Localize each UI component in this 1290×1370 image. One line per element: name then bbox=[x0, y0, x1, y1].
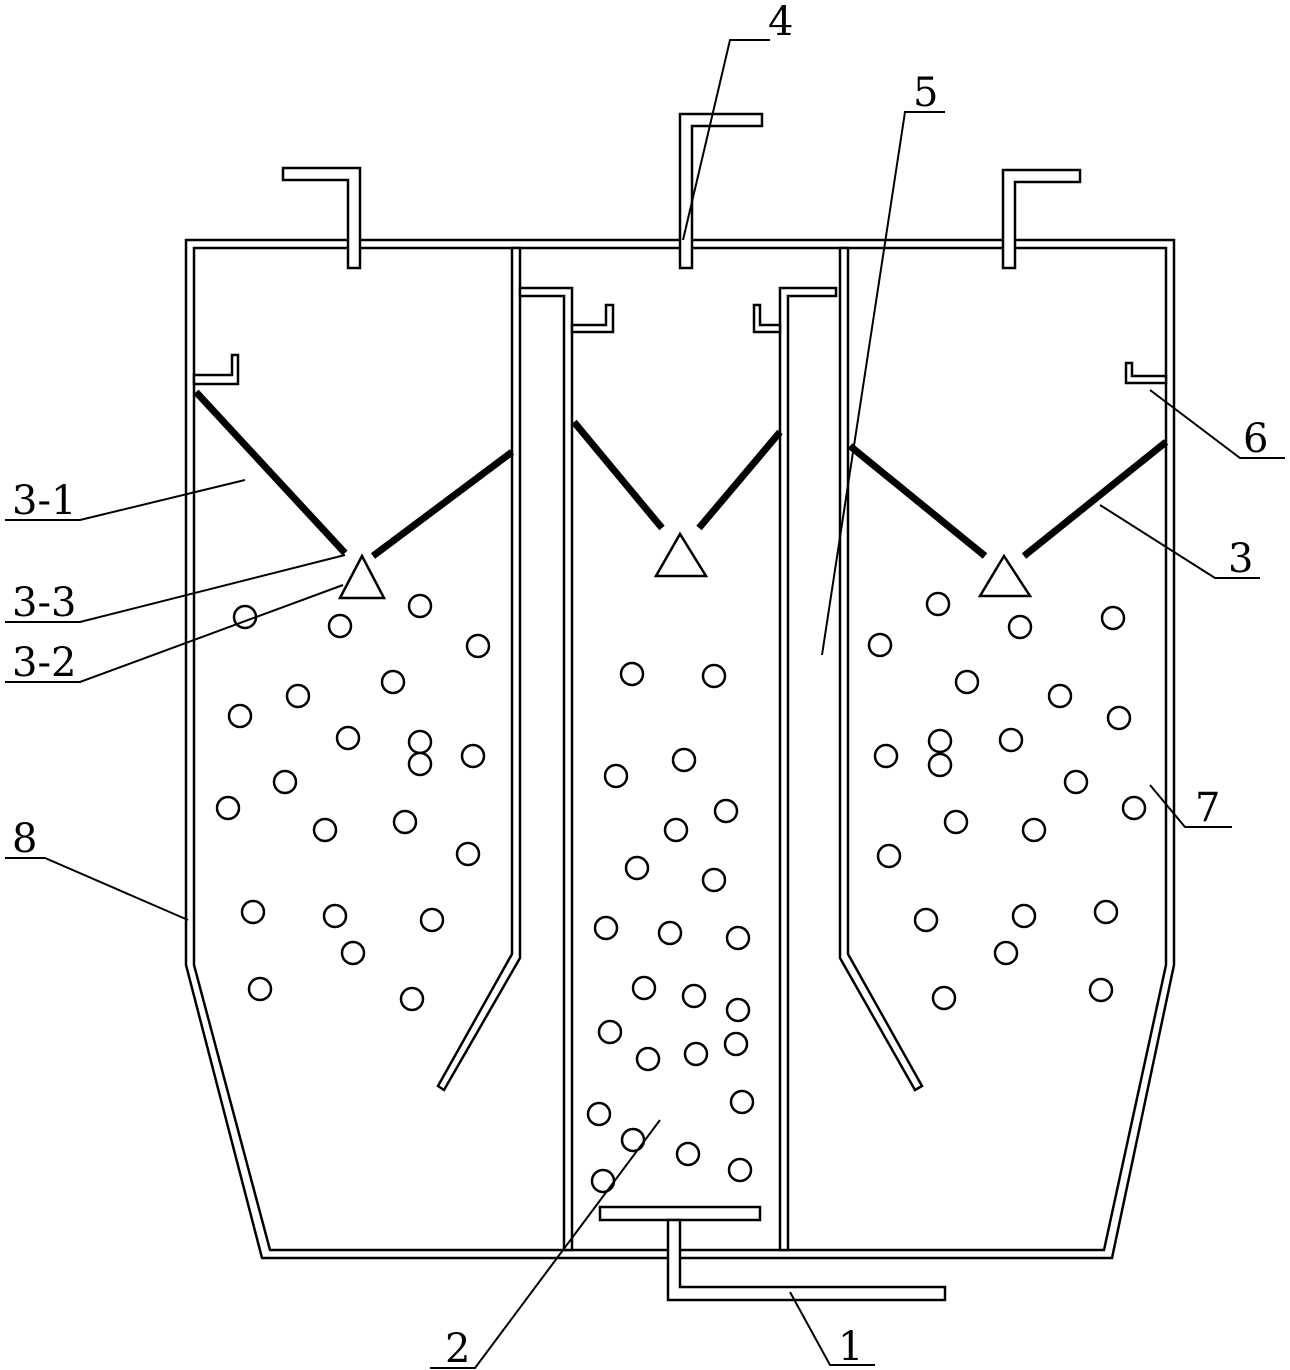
particle bbox=[927, 728, 953, 754]
particle bbox=[419, 907, 445, 933]
particle bbox=[701, 867, 727, 893]
deflector-cones bbox=[337, 531, 1033, 600]
particle bbox=[597, 1019, 623, 1045]
label-7: 7 bbox=[1195, 785, 1220, 831]
outlet-pipes bbox=[281, 112, 1082, 270]
particle bbox=[327, 613, 353, 639]
label-4: 4 bbox=[768, 0, 793, 45]
particle bbox=[635, 1046, 661, 1072]
particle bbox=[227, 703, 253, 729]
right-partition bbox=[838, 246, 924, 1092]
particle bbox=[725, 997, 751, 1023]
particle bbox=[407, 593, 433, 619]
particle bbox=[1011, 903, 1037, 929]
particle bbox=[675, 1141, 701, 1167]
particle bbox=[873, 743, 899, 769]
particle bbox=[954, 669, 980, 695]
particle bbox=[725, 925, 751, 951]
overflow-weirs bbox=[192, 303, 1168, 386]
particle bbox=[335, 725, 361, 751]
particle bbox=[723, 1031, 749, 1057]
particle bbox=[285, 683, 311, 709]
particle bbox=[1047, 683, 1073, 709]
label-2: 2 bbox=[445, 1326, 470, 1370]
particle bbox=[380, 669, 406, 695]
particle bbox=[925, 591, 951, 617]
particle bbox=[586, 1101, 612, 1127]
particle bbox=[943, 809, 969, 835]
label-3-2: 3-2 bbox=[12, 640, 76, 686]
particle bbox=[683, 1041, 709, 1067]
particle bbox=[729, 1089, 755, 1115]
particle bbox=[1007, 614, 1033, 640]
label-3-3: 3-3 bbox=[12, 580, 76, 626]
particle bbox=[407, 751, 433, 777]
particle bbox=[867, 632, 893, 658]
particle bbox=[727, 1157, 753, 1183]
baffles bbox=[193, 389, 1169, 559]
particle bbox=[624, 855, 650, 881]
particle bbox=[1106, 705, 1132, 731]
particle bbox=[998, 727, 1024, 753]
particle bbox=[927, 752, 953, 778]
label-1: 1 bbox=[838, 1324, 863, 1370]
particle bbox=[322, 903, 348, 929]
particle bbox=[701, 663, 727, 689]
particle bbox=[993, 940, 1019, 966]
inlet-pipe bbox=[598, 1205, 947, 1302]
particle bbox=[399, 986, 425, 1012]
label-6: 6 bbox=[1243, 416, 1268, 462]
particle bbox=[460, 743, 486, 769]
particle bbox=[663, 817, 689, 843]
particle bbox=[1063, 769, 1089, 795]
particles bbox=[215, 591, 1147, 1194]
particle bbox=[312, 817, 338, 843]
particle bbox=[1093, 899, 1119, 925]
particle bbox=[465, 633, 491, 659]
left-partition bbox=[436, 246, 522, 1092]
particle bbox=[619, 661, 645, 687]
particle bbox=[876, 843, 902, 869]
particle bbox=[657, 920, 683, 946]
particle bbox=[593, 915, 619, 941]
particle bbox=[671, 747, 697, 773]
label-3: 3 bbox=[1228, 536, 1253, 582]
particle bbox=[681, 983, 707, 1009]
particle bbox=[931, 985, 957, 1011]
label-5: 5 bbox=[913, 70, 938, 116]
particle bbox=[713, 798, 739, 824]
particle bbox=[1088, 977, 1114, 1003]
label-8: 8 bbox=[12, 816, 37, 862]
particle bbox=[340, 940, 366, 966]
label-3-1: 3-1 bbox=[12, 478, 76, 524]
particle bbox=[620, 1127, 646, 1153]
particle bbox=[392, 809, 418, 835]
particle bbox=[240, 899, 266, 925]
particle bbox=[272, 769, 298, 795]
particle bbox=[215, 795, 241, 821]
particle bbox=[590, 1168, 616, 1194]
particle bbox=[631, 975, 657, 1001]
particle bbox=[247, 976, 273, 1002]
particle bbox=[913, 907, 939, 933]
particle bbox=[455, 841, 481, 867]
particle bbox=[603, 763, 629, 789]
leader-lines bbox=[5, 39, 1285, 1369]
particle bbox=[1021, 817, 1047, 843]
particle bbox=[1100, 605, 1126, 631]
particle bbox=[407, 729, 433, 755]
particle bbox=[1121, 795, 1147, 821]
